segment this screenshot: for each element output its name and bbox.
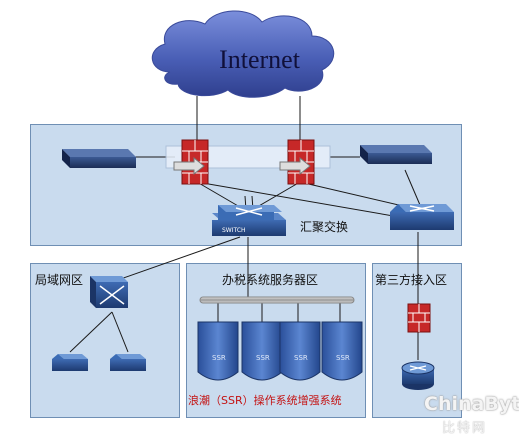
watermark-brand: ChinaByte — [424, 393, 519, 415]
firewall-left-icon — [173, 139, 209, 185]
ssr-server-1-icon: SSR — [197, 321, 239, 381]
rack-device-left-icon — [62, 149, 136, 168]
lan-core-switch-icon — [90, 276, 128, 308]
lan-access-switch-right-icon — [110, 354, 146, 371]
third-party-firewall-icon — [407, 303, 431, 333]
third-party-router-icon — [401, 361, 435, 390]
ssr-server-3-icon: SSR — [279, 321, 321, 381]
watermark-sub: 比特网 — [442, 421, 488, 436]
third-party-zone-label: 第三方接入区 — [375, 273, 448, 287]
server-bus-bar — [199, 296, 355, 304]
watermark-logo: ChinaByte 比特网 — [424, 393, 519, 436]
lan-access-switch-left-icon — [52, 354, 88, 371]
server-tag-3: SSR — [294, 354, 308, 362]
internet-label: Internet — [219, 45, 300, 74]
core-switch-icon: SWITCH — [212, 205, 286, 236]
lan-zone-label: 局域网区 — [35, 273, 84, 287]
third-party-zone — [372, 263, 462, 418]
rack-device-right-icon — [360, 145, 432, 164]
ssr-server-4-icon: SSR — [321, 321, 363, 381]
connection-lines — [69, 96, 421, 360]
firewall-right-icon — [279, 139, 315, 185]
tax-zone-label: 办税系统服务器区 — [222, 273, 319, 287]
ssr-caption: 浪潮（SSR）操作系统增强系统 — [188, 394, 342, 407]
server-tag-2: SSR — [256, 354, 270, 362]
third-party-switch-icon — [390, 204, 454, 230]
server-tag-1: SSR — [212, 354, 226, 362]
internet-cloud — [152, 10, 335, 98]
server-tag-4: SSR — [336, 354, 350, 362]
switch-tag-text: SWITCH — [222, 227, 246, 234]
aggregation-switch-label: 汇聚交换 — [300, 220, 349, 234]
ssr-server-2-icon: SSR — [241, 321, 283, 381]
